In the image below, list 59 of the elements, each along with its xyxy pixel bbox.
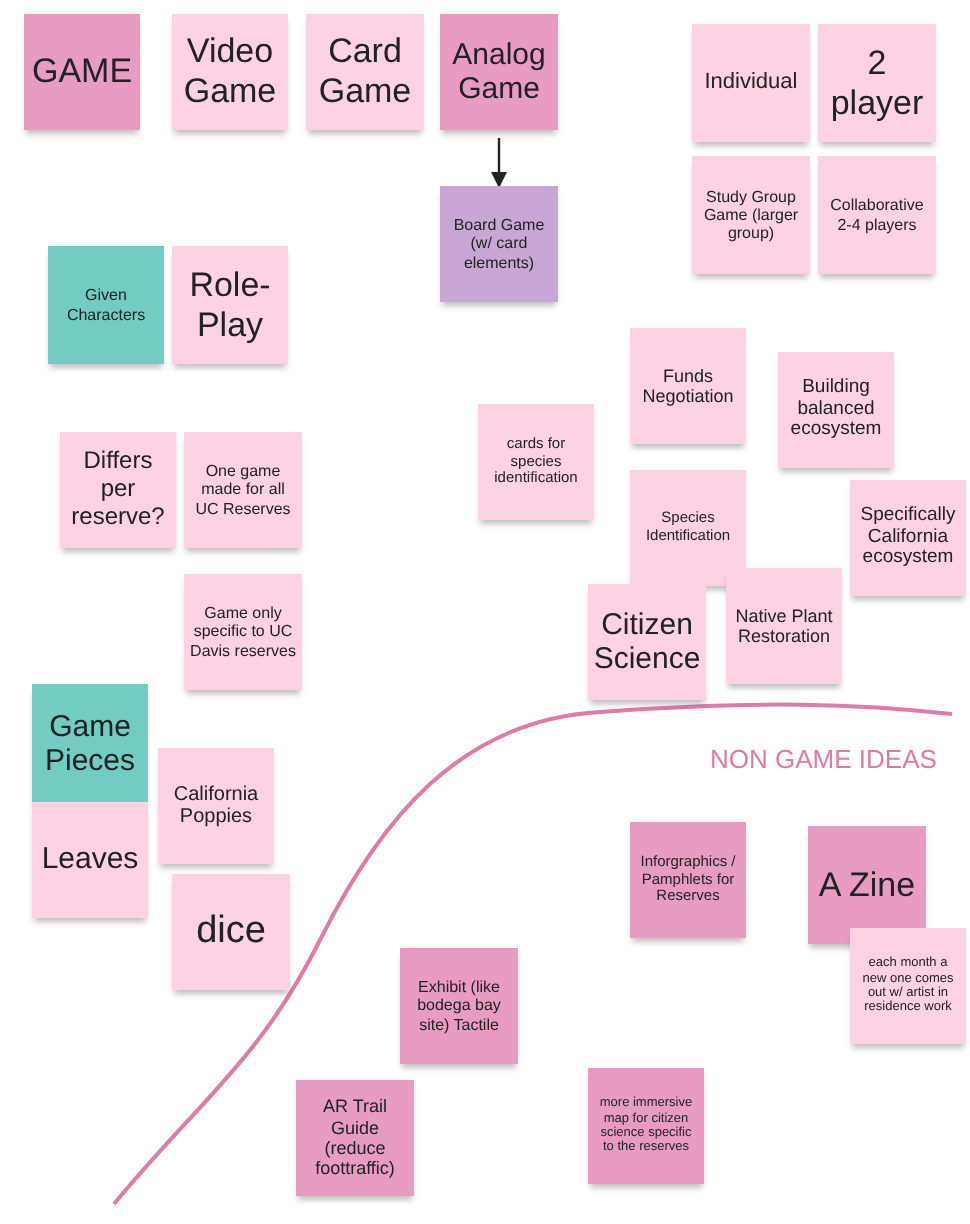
- sticky-note: [184, 574, 302, 690]
- sticky-note: [818, 156, 936, 274]
- sticky-note: [306, 14, 424, 130]
- note-text: Building balanced ecosystem: [788, 377, 884, 443]
- sticky-note: [440, 14, 558, 130]
- sticky-note: [172, 14, 288, 130]
- sticky-note: [692, 156, 810, 274]
- note-text: Board Game (w/ card elements): [451, 216, 547, 272]
- sticky-note: [778, 352, 894, 468]
- note-text: Leaves: [41, 842, 139, 878]
- note-text: One game made for all UC Reserves: [193, 462, 293, 518]
- arrow: [491, 138, 507, 188]
- note-text: Video Game: [181, 32, 279, 112]
- note-text: Game Pieces: [42, 709, 138, 779]
- sticky-note: [850, 928, 966, 1044]
- note-text: A Zine: [818, 865, 916, 905]
- sticky-note: [24, 14, 140, 130]
- sticky-note: [850, 480, 966, 596]
- note-text: AR Trail Guide (reduce foottraffic): [313, 1096, 397, 1180]
- note-text: dice: [196, 910, 266, 954]
- note-text: Game only specific to UC Davis reserves: [190, 604, 296, 660]
- sticky-note: [692, 24, 810, 142]
- note-text: California Poppies: [171, 783, 261, 829]
- sticky-note: [726, 568, 842, 684]
- sticky-note: [296, 1080, 414, 1196]
- sticky-note: [158, 748, 274, 864]
- sticky-note: [184, 432, 302, 548]
- note-text: Citizen Science: [593, 607, 701, 677]
- sticky-note: [588, 1068, 704, 1184]
- sticky-note: [400, 948, 518, 1064]
- sticky-note: [60, 432, 176, 548]
- sticky-note: [48, 246, 164, 364]
- note-text: Study Group Game (larger group): [701, 187, 801, 243]
- note-text: Analog Game: [450, 37, 548, 107]
- sticky-note: [32, 684, 148, 804]
- sticky-note: [630, 822, 746, 938]
- note-text: Exhibit (like bodega bay site) Tactile: [415, 978, 503, 1034]
- note-text: Individual: [704, 70, 798, 96]
- sticky-note: [818, 24, 936, 142]
- note-text: 2 player: [828, 43, 926, 123]
- note-text: Card Game: [316, 32, 414, 112]
- note-text: Funds Negotiation: [640, 365, 736, 407]
- sticky-note: [808, 826, 926, 944]
- sticky-note: [32, 802, 148, 918]
- sticky-note: [172, 246, 288, 364]
- sticky-note: [588, 584, 706, 700]
- note-text: GAME: [31, 52, 133, 92]
- sticky-note: [630, 470, 746, 586]
- note-text: Differs per reserve?: [69, 448, 167, 532]
- note-text: Collaborative 2-4 players: [828, 196, 926, 234]
- note-text: Role-Play: [187, 265, 273, 345]
- sticky-note: [478, 404, 594, 520]
- sticky-note: [440, 186, 558, 302]
- note-text: Given Characters: [64, 286, 148, 324]
- sticky-note: [172, 874, 290, 990]
- note-text: Native Plant Restoration: [733, 605, 835, 647]
- sticky-note: [630, 328, 746, 444]
- section-heading: NON GAME IDEAS: [710, 744, 937, 774]
- note-text: Specifically California ecosystem: [858, 505, 958, 571]
